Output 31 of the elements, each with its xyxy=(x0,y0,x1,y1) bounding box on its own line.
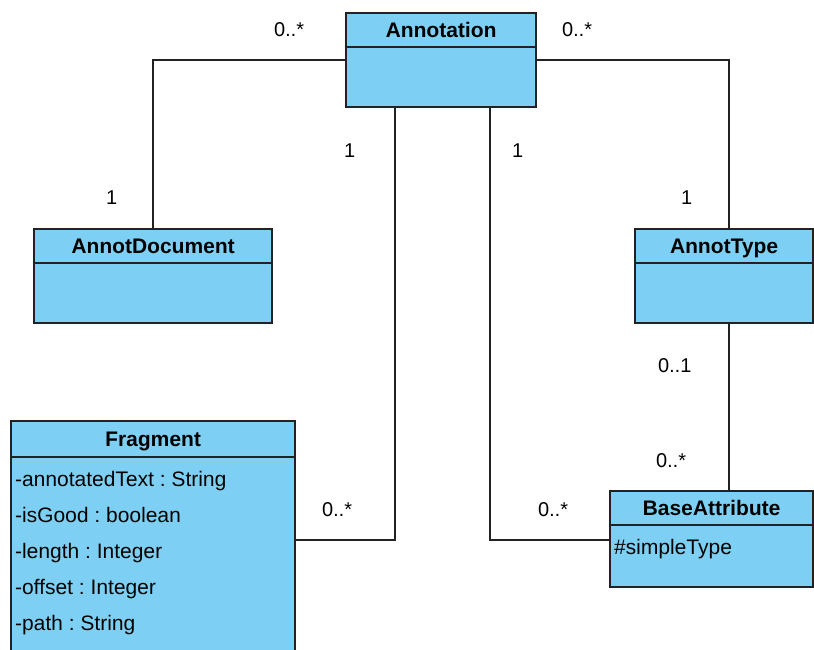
attribute-text: -isGood : boolean xyxy=(14,503,182,529)
class-box xyxy=(634,228,814,324)
multiplicity-label: 0..* xyxy=(274,20,304,40)
class-name: AnnotDocument xyxy=(35,230,271,264)
association-line xyxy=(152,59,345,228)
class-box xyxy=(345,12,537,108)
association-line xyxy=(296,108,396,541)
class-box xyxy=(609,490,814,588)
attribute-text: -offset : Integer xyxy=(14,575,157,601)
attribute-text: #simpleType xyxy=(613,535,733,561)
attribute-text: -length : Integer xyxy=(14,539,164,565)
multiplicity-label: 0..* xyxy=(656,451,686,471)
attribute-text: -annotatedText : String xyxy=(14,467,228,493)
multiplicity-label: 0..* xyxy=(322,500,352,520)
class-name: Fragment xyxy=(12,422,294,458)
class-box xyxy=(33,228,273,324)
association-line xyxy=(489,108,609,541)
class-name: Annotation xyxy=(347,14,535,48)
attribute-text: -path : String xyxy=(14,611,136,637)
multiplicity-label: 1 xyxy=(344,141,356,161)
multiplicity-label: 0..* xyxy=(562,20,592,40)
multiplicity-label: 0..* xyxy=(538,500,568,520)
multiplicity-label: 0..1 xyxy=(658,356,692,376)
association-line xyxy=(728,324,730,490)
class-name: BaseAttribute xyxy=(611,492,812,526)
class-box xyxy=(10,420,296,650)
multiplicity-label: 1 xyxy=(106,188,118,208)
association-line xyxy=(537,59,730,228)
multiplicity-label: 1 xyxy=(512,141,524,161)
class-name: AnnotType xyxy=(636,230,812,264)
multiplicity-label: 1 xyxy=(681,188,692,208)
